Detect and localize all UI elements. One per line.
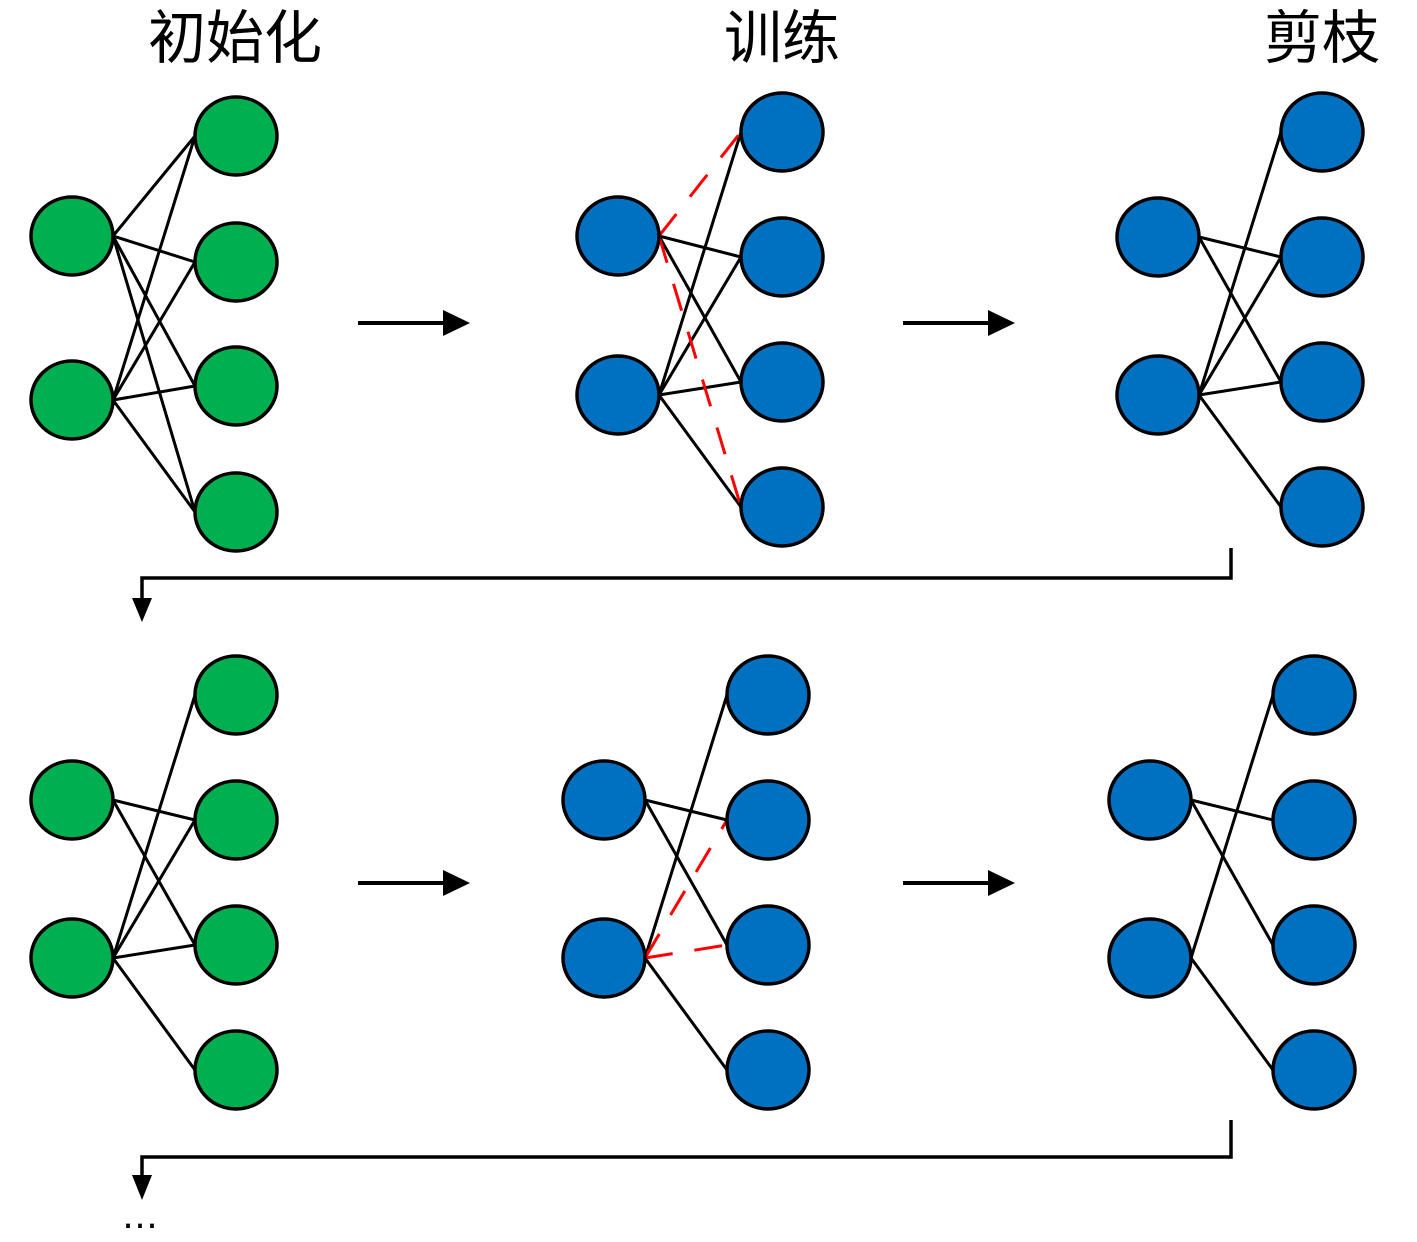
edge-in2-out1: [111, 135, 197, 401]
edge-in1-out2: [1190, 798, 1274, 822]
network-row1-init: [29, 95, 279, 553]
output-node-1: [193, 654, 279, 736]
edge-in1-out3: [657, 235, 743, 383]
input-node-1: [1107, 759, 1193, 841]
input-node-2: [1107, 917, 1193, 999]
output-node-4: [725, 1029, 811, 1111]
input-node-2: [575, 354, 661, 436]
output-node-1: [1279, 91, 1365, 173]
edge-in2-out2: [111, 261, 197, 401]
edge-in1-out3: [111, 799, 197, 946]
arrow-train-to-prune-row2: [903, 870, 1015, 896]
output-node-2: [193, 221, 279, 303]
edge-in2-out1: [1189, 694, 1275, 959]
output-node-3: [193, 904, 279, 986]
edge-in1-out4: [111, 235, 197, 513]
output-node-4: [1279, 466, 1365, 548]
output-node-2: [725, 779, 811, 861]
edge-in2-out2: [111, 819, 197, 959]
continuation-ellipsis: …: [122, 1196, 158, 1237]
output-node-4: [193, 471, 279, 553]
pruned-edge-in2-out2: [643, 819, 729, 959]
edge-in2-out4: [1189, 957, 1275, 1071]
edge-in2-out1: [111, 694, 197, 959]
input-node-1: [561, 759, 647, 841]
input-node-2: [1115, 354, 1201, 436]
edge-in2-out4: [1197, 394, 1283, 508]
output-node-4: [1271, 1029, 1357, 1111]
network-row1-train: [575, 91, 825, 548]
edge-in2-out3: [658, 380, 742, 397]
input-node-1: [1115, 196, 1201, 278]
arrow-init-to-train-row1: [358, 310, 470, 336]
output-node-4: [739, 466, 825, 548]
title-prune: 剪枝: [1264, 4, 1380, 72]
output-node-2: [739, 216, 825, 298]
title-train: 训练: [724, 4, 840, 72]
edge-in1-out2: [112, 798, 196, 822]
edge-in2-out3: [112, 384, 196, 402]
edge-in2-out4: [111, 399, 197, 513]
network-row2-prune: [1107, 654, 1357, 1111]
edge-in1-out2: [1198, 235, 1282, 259]
edge-in1-out3: [1189, 799, 1275, 946]
arrow-init-to-train-row2: [358, 870, 470, 896]
output-node-4: [193, 1029, 279, 1111]
edge-in2-out4: [643, 957, 729, 1071]
edge-in2-out1: [657, 131, 743, 396]
edge-in1-out2: [658, 234, 742, 259]
edge-in2-out4: [657, 394, 743, 508]
output-node-2: [1279, 216, 1365, 298]
edge-in2-out2: [657, 256, 743, 396]
output-node-1: [739, 91, 825, 173]
output-node-2: [193, 779, 279, 861]
edge-in1-out2: [112, 234, 196, 264]
output-node-2: [1271, 779, 1357, 861]
output-node-3: [1279, 341, 1365, 423]
output-node-3: [1271, 904, 1357, 986]
output-node-1: [1271, 654, 1357, 736]
network-row2-init: [29, 654, 279, 1111]
edge-in1-out3: [1197, 236, 1283, 383]
input-node-1: [29, 195, 115, 277]
output-node-1: [725, 654, 811, 736]
input-node-2: [561, 917, 647, 999]
network-row1-prune: [1115, 91, 1365, 548]
loop-connector-row2-to-next: [132, 1120, 1233, 1200]
output-node-3: [739, 341, 825, 423]
loop-connector-row1-to-row2: [132, 548, 1233, 622]
edge-in2-out1: [1197, 131, 1283, 396]
input-node-2: [29, 359, 115, 441]
edge-in2-out3: [112, 943, 196, 960]
networks-layer: [29, 91, 1365, 1111]
edge-in1-out2: [644, 798, 728, 822]
input-node-1: [29, 759, 115, 841]
edge-in1-out1: [111, 135, 197, 237]
edge-in2-out2: [1197, 256, 1283, 396]
edge-in2-out1: [643, 694, 729, 959]
title-init: 初始化: [148, 4, 322, 72]
output-node-3: [193, 345, 279, 427]
arrow-train-to-prune-row1: [903, 310, 1015, 336]
edge-in2-out3: [1198, 380, 1282, 397]
edge-in1-out3: [643, 799, 729, 946]
network-row2-train: [561, 654, 811, 1111]
pruned-edge-in1-out1: [657, 131, 743, 237]
edge-in1-out3: [111, 235, 197, 387]
input-node-2: [29, 917, 115, 999]
input-node-1: [575, 195, 661, 277]
output-node-3: [725, 904, 811, 986]
pruned-edge-in2-out3: [644, 943, 728, 960]
edge-in2-out4: [111, 957, 197, 1071]
output-node-1: [193, 95, 279, 177]
